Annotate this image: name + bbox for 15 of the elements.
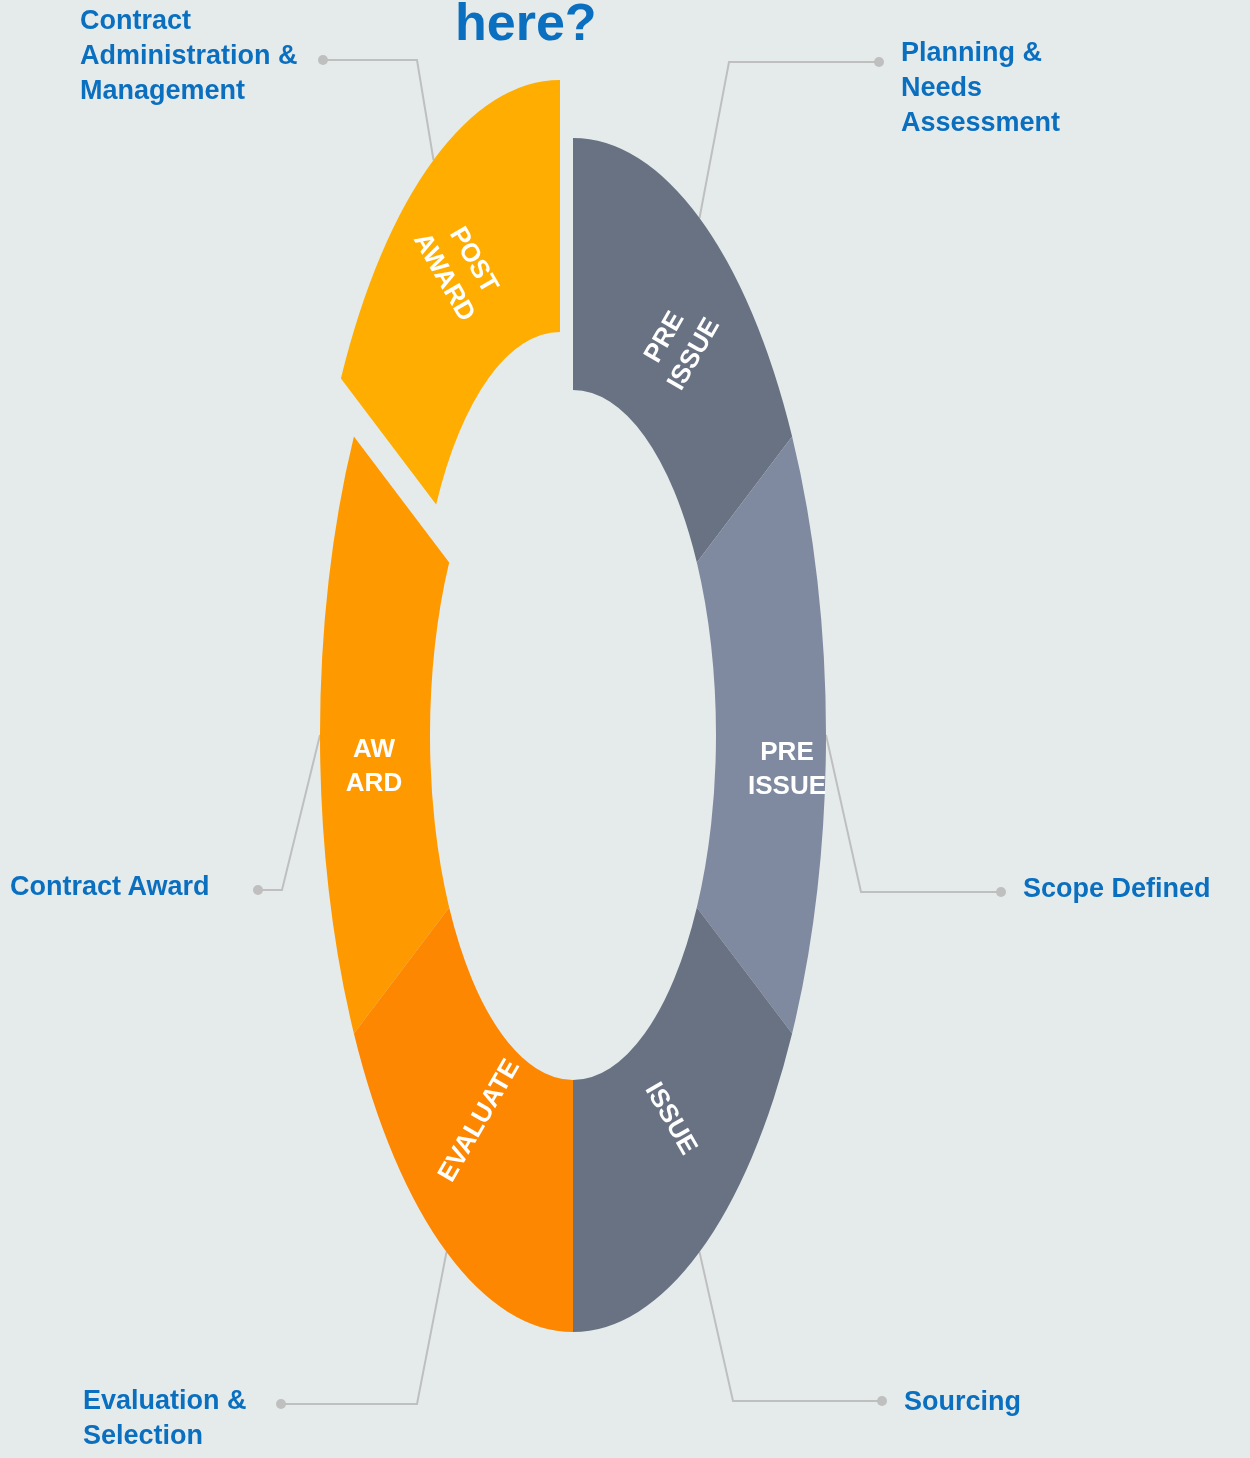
leader-line [698,1251,887,1406]
callout-label: Contract Administration & Management [80,4,299,107]
callout-label: Sourcing [904,1385,1022,1418]
leader-line [825,734,1006,897]
callout-label: Planning & Needs Assessment [901,36,1062,139]
segment-label: AW ARD [344,732,404,799]
leader-line [276,1251,448,1409]
leader-line [318,55,435,161]
leader-line [698,57,884,219]
callout-label: Evaluation & Selection [83,1384,248,1452]
callout-label: Contract Award [10,870,211,903]
segment-label: PRE ISSUE [747,735,827,802]
callout-label: Scope Defined [1023,872,1212,905]
leader-line [253,734,321,895]
title: here? [455,0,597,52]
